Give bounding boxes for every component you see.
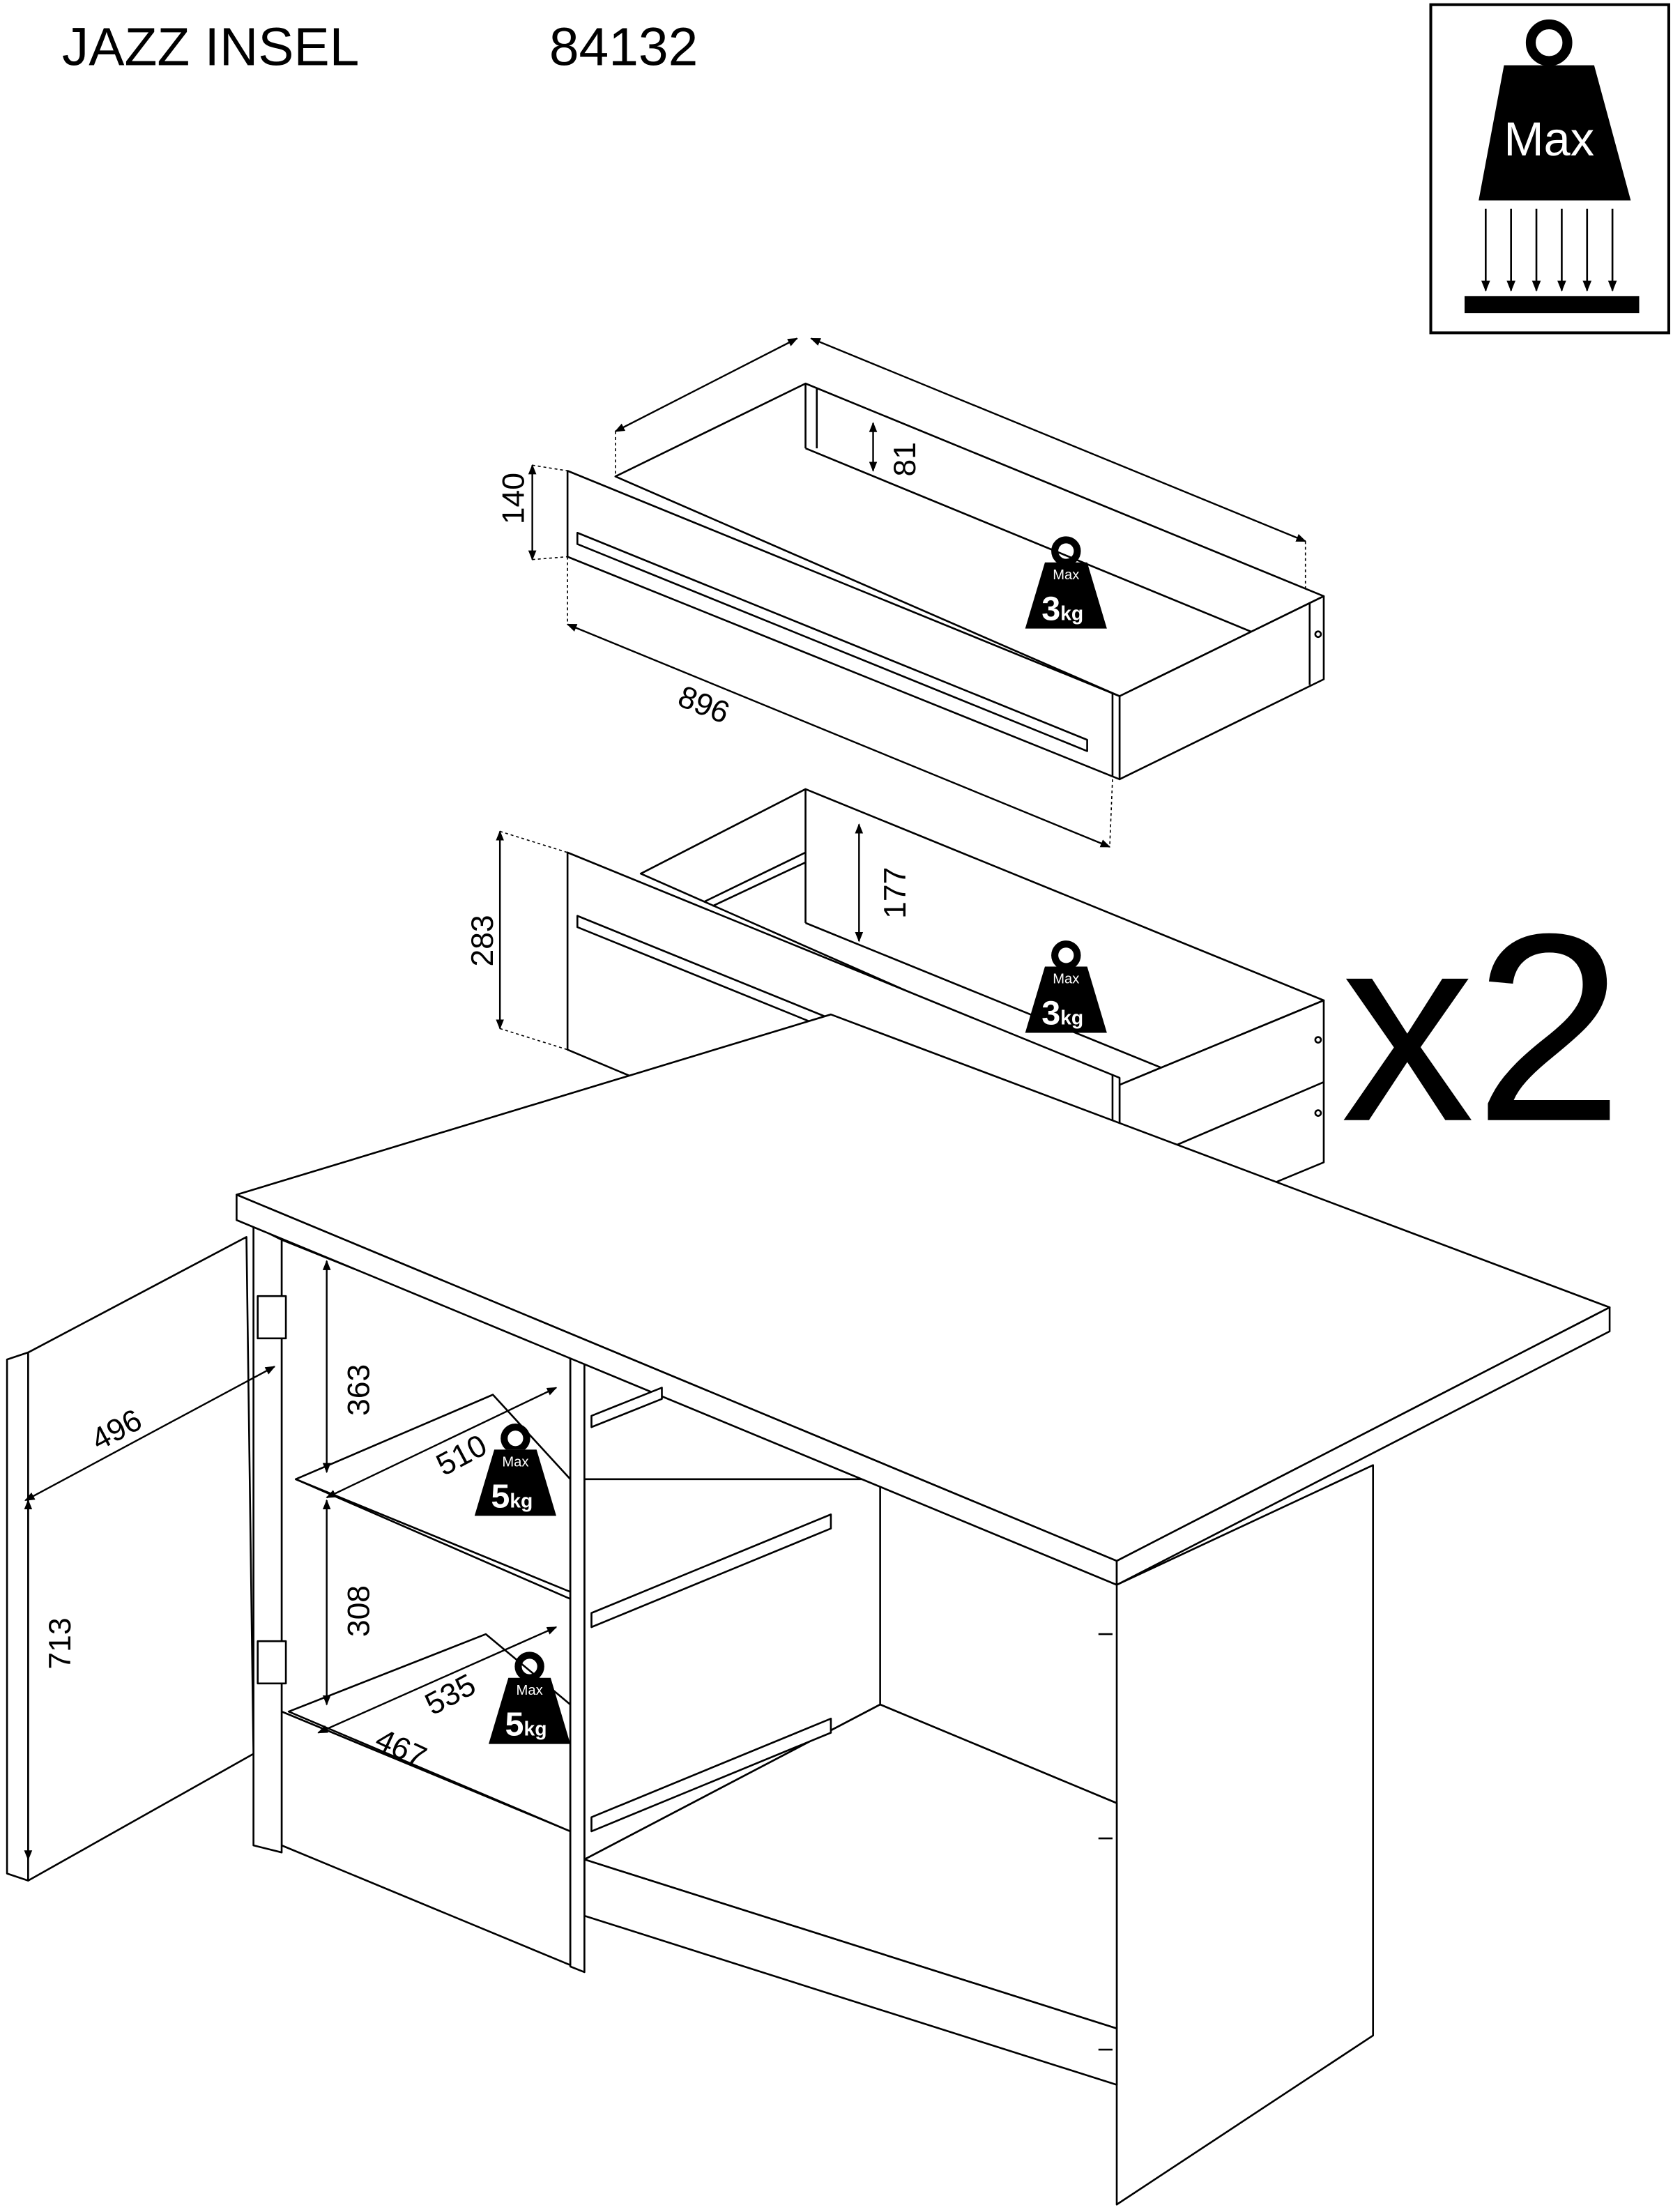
dimension-283: 283 [466, 915, 500, 966]
weight-icon [1479, 65, 1631, 201]
drawer-top: 140 81 896 Max 3 kg [497, 337, 1325, 848]
max-label: Max [1504, 112, 1594, 166]
load-value: 3 [1041, 590, 1060, 628]
max-label: Max [1053, 972, 1079, 987]
max-load-5kg-icon: Max 5 kg [474, 1424, 556, 1516]
dimension-363: 363 [342, 1364, 376, 1416]
max-label: Max [502, 1455, 528, 1470]
max-load-3kg-icon: Max 3 kg [1025, 940, 1107, 1033]
product-title: JAZZ INSEL [62, 18, 359, 77]
cabinet: 496 713 363 308 510 535 467 Max 5 kg Max… [6, 1013, 1611, 2206]
dimension-177: 177 [878, 867, 912, 919]
product-number: 84132 [549, 18, 698, 77]
dimension-140: 140 [497, 473, 531, 524]
hinge-icon [257, 1295, 287, 1685]
max-load-symbol: Max [1429, 3, 1670, 335]
max-load-5kg-icon: Max 5 kg [489, 1652, 571, 1744]
dimension-896: 896 [673, 680, 734, 731]
dimension-308: 308 [342, 1585, 376, 1637]
max-load-3kg-icon: Max 3 kg [1025, 536, 1107, 629]
max-label: Max [1053, 567, 1079, 583]
load-value: 3 [1041, 994, 1060, 1032]
dimension-81: 81 [888, 442, 922, 476]
load-value: 5 [491, 1477, 510, 1515]
load-unit: kg [510, 1489, 533, 1511]
max-label: Max [517, 1683, 543, 1698]
weight-ring-icon [1525, 19, 1573, 66]
load-value: 5 [505, 1706, 524, 1744]
load-unit: kg [1060, 1006, 1083, 1028]
load-unit: kg [524, 1718, 547, 1740]
surface-bar [1465, 296, 1640, 314]
dimension-713: 713 [43, 1617, 77, 1669]
load-unit: kg [1060, 602, 1083, 625]
quantity-label: x2 [1340, 879, 1623, 1177]
downward-arrows-icon [1481, 208, 1617, 292]
